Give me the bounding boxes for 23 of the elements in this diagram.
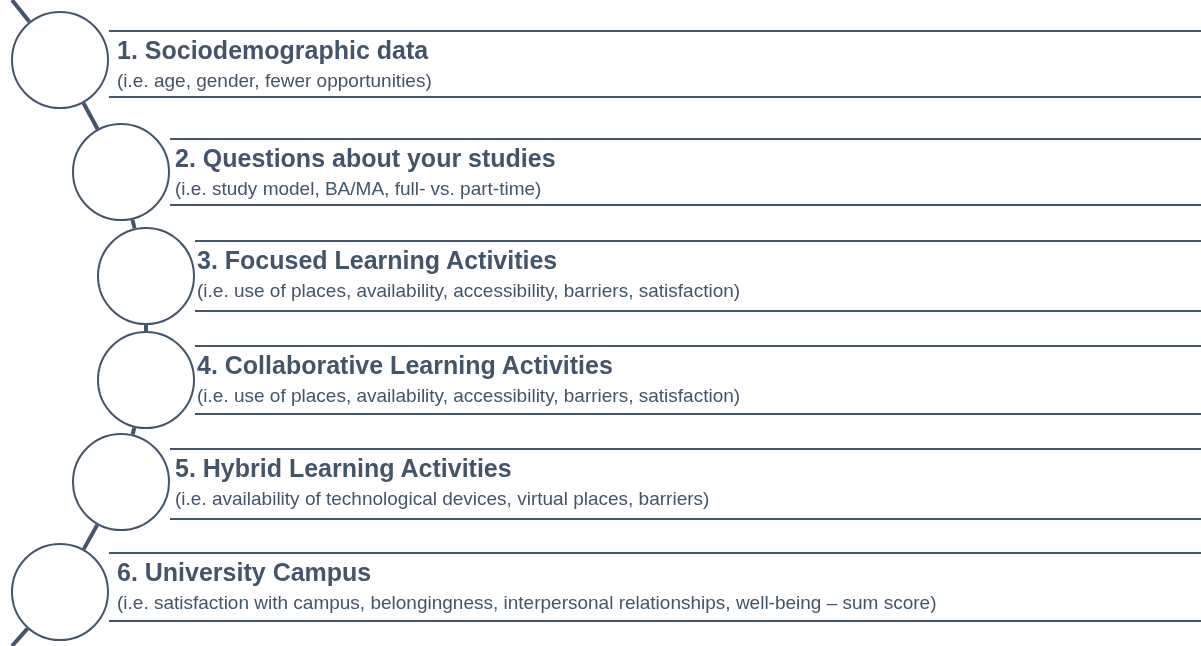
- topic-band: [109, 30, 1201, 98]
- topic-band: [170, 448, 1201, 520]
- connector-line: [82, 523, 99, 551]
- section-heading: 5. Hybrid Learning Activities: [175, 454, 512, 483]
- connector-line: [144, 325, 148, 331]
- section-heading: 3. Focused Learning Activities: [197, 246, 558, 275]
- section-description: (i.e. availability of technological devices, virtual places, barriers): [175, 488, 710, 510]
- section-description: (i.e. study model, BA/MA, full- vs. part-time): [175, 178, 542, 200]
- section-description: (i.e. use of places, availability, accessibility, barriers, satisfaction): [197, 280, 741, 302]
- section-description: (i.e. use of places, availability, accessibility, barriers, satisfaction): [197, 385, 741, 407]
- section-heading: 4. Collaborative Learning Activities: [197, 351, 613, 380]
- topic-band: [195, 240, 1201, 312]
- section-description: (i.e. age, gender, fewer opportunities): [117, 70, 432, 92]
- section-heading: 2. Questions about your studies: [175, 144, 556, 173]
- connector-line: [81, 102, 100, 130]
- section-heading: 1. Sociodemographic data: [117, 36, 429, 65]
- topic-band: [195, 345, 1201, 415]
- connector-line: [10, 0, 31, 23]
- topic-band: [170, 138, 1201, 206]
- section-description: (i.e. satisfaction with campus, belongingness, interpersonal relationships, well-being – sum score): [117, 592, 937, 614]
- connector-line: [10, 627, 29, 646]
- topic-band: [109, 552, 1201, 622]
- section-heading: 6. University Campus: [117, 558, 372, 587]
